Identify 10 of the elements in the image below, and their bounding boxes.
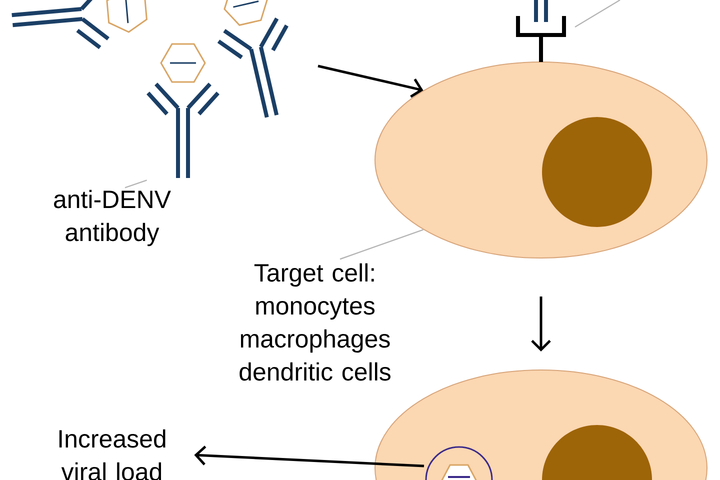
antibody-drawing (146, 43, 220, 178)
leader-line (340, 229, 424, 260)
arrow (194, 446, 424, 468)
cell-drawing (374, 0, 708, 258)
leader-line (124, 180, 147, 188)
arrow (531, 296, 551, 352)
label-text: Target cell: monocytes macrophages dendritic cells (240, 263, 390, 381)
leader-line (574, 0, 620, 28)
arrow (318, 64, 424, 98)
label-text: anti-DENV antibody (54, 190, 171, 246)
